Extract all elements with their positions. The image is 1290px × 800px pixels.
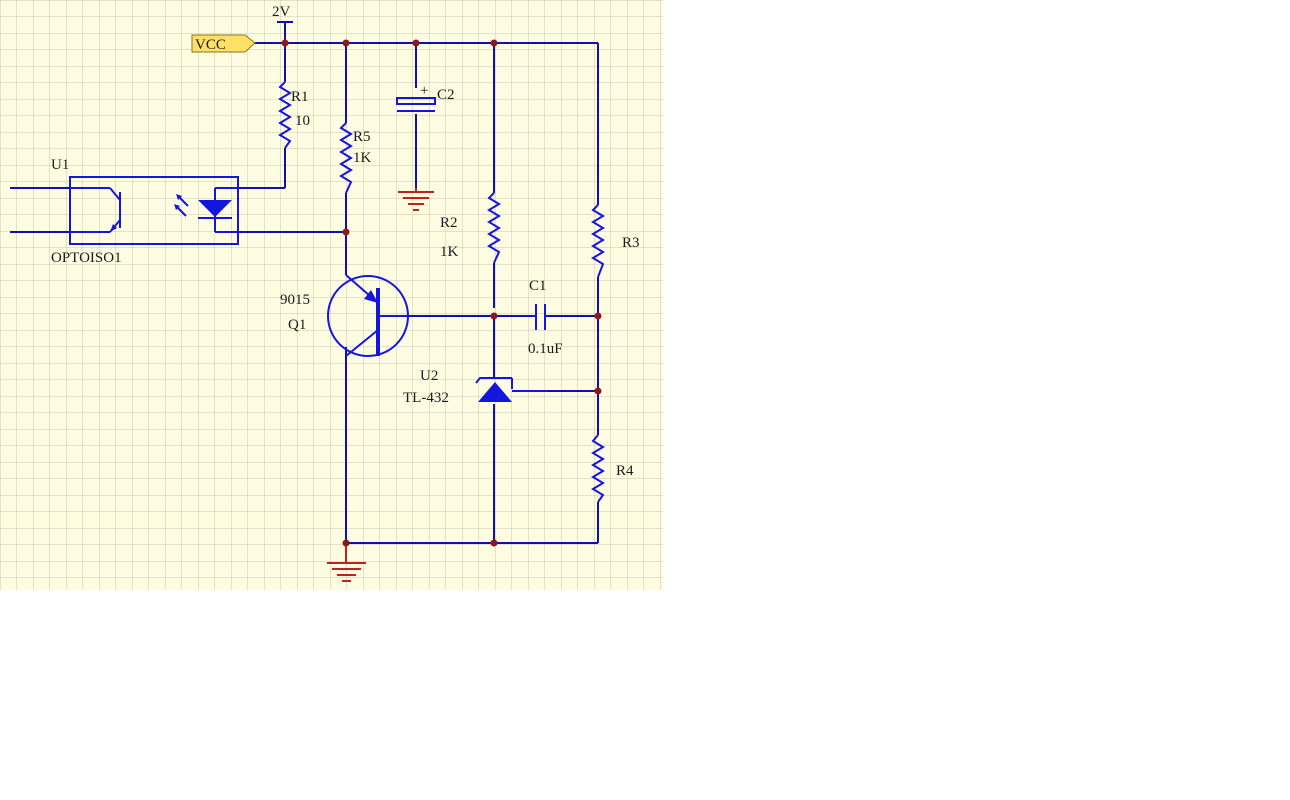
u2-ref-label: U2 bbox=[420, 368, 438, 384]
optoisolator-u1: U1 OPTOISO1 bbox=[51, 157, 239, 266]
u2-part-label: TL-432 bbox=[403, 390, 449, 406]
r1-ref-label: R1 bbox=[291, 89, 309, 105]
resistor-r4: R4 bbox=[591, 434, 634, 503]
ground-symbol-c2 bbox=[398, 188, 434, 211]
r3-ref-label: R3 bbox=[622, 235, 640, 251]
capacitor-c2: + C2 bbox=[396, 83, 455, 112]
vcc-port: VCC bbox=[191, 34, 256, 53]
resistor-r1: R1 10 bbox=[278, 81, 310, 149]
c2-ref-label: C2 bbox=[437, 87, 455, 103]
r4-ref-label: R4 bbox=[616, 463, 634, 479]
junction-dot bbox=[594, 312, 602, 320]
junction-dot bbox=[594, 387, 602, 395]
r5-ref-label: R5 bbox=[353, 129, 371, 145]
capacitor-c1: C1 0.1uF bbox=[528, 278, 563, 357]
vcc-port-label: VCC bbox=[195, 37, 226, 53]
u1-ref-label: U1 bbox=[51, 157, 69, 173]
r5-value-label: 1K bbox=[353, 150, 372, 166]
junctions bbox=[281, 39, 602, 547]
junction-dot bbox=[342, 228, 350, 236]
junction-dot bbox=[281, 39, 289, 47]
supply-voltage-label: 2V bbox=[272, 4, 291, 20]
transistor-q1: 9015 Q1 bbox=[280, 274, 409, 357]
r1-value-label: 10 bbox=[295, 113, 310, 129]
r2-ref-label: R2 bbox=[440, 215, 458, 231]
junction-dot bbox=[342, 39, 350, 47]
resistor-r2: R2 1K bbox=[440, 192, 501, 264]
junction-dot bbox=[342, 539, 350, 547]
resistor-r5: R5 1K bbox=[339, 122, 372, 194]
junction-dot bbox=[490, 312, 498, 320]
junction-dot bbox=[412, 39, 420, 47]
c1-value-label: 0.1uF bbox=[528, 341, 563, 357]
shunt-regulator-u2: U2 TL-432 bbox=[403, 368, 548, 406]
schematic-grid bbox=[0, 0, 663, 590]
junction-dot bbox=[490, 539, 498, 547]
c1-ref-label: C1 bbox=[529, 278, 547, 294]
junction-dot bbox=[490, 39, 498, 47]
power-symbol-2v: 2V bbox=[272, 4, 293, 23]
resistor-r3: R3 bbox=[591, 204, 640, 278]
r2-value-label: 1K bbox=[440, 244, 459, 260]
c2-polarity-mark: + bbox=[420, 83, 428, 99]
u1-part-label: OPTOISO1 bbox=[51, 250, 122, 266]
q1-ref-label: Q1 bbox=[288, 317, 306, 333]
q1-part-label: 9015 bbox=[280, 292, 310, 308]
